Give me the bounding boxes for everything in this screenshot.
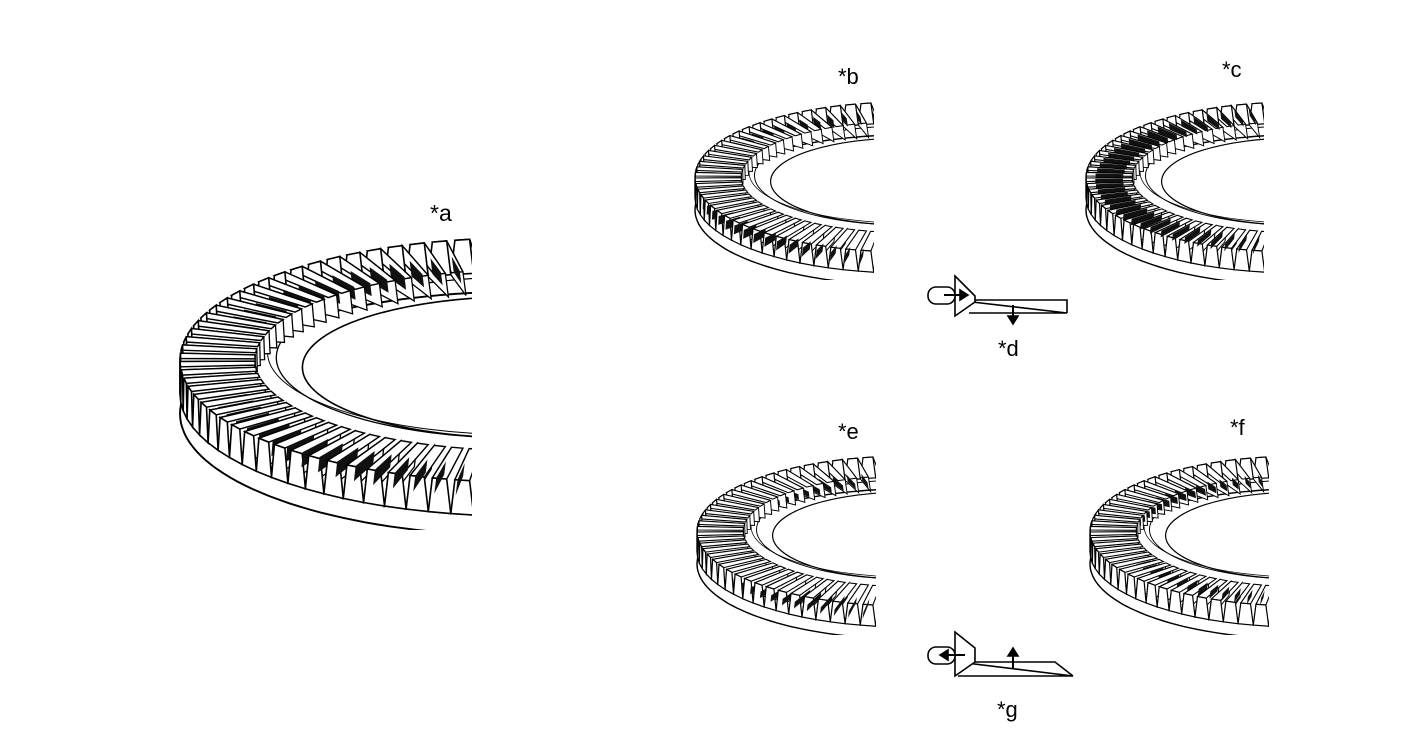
label-d: *d xyxy=(998,336,1019,361)
label-f: *f xyxy=(1230,415,1246,440)
label-e: *e xyxy=(838,419,859,444)
pinion-arrow-icon xyxy=(927,274,1068,326)
pinion-arrow-icon xyxy=(927,630,1074,678)
ring-gear-icon xyxy=(1089,456,1269,635)
ring-gear-icon xyxy=(696,456,876,635)
ring-gear-icon xyxy=(179,238,472,530)
label-c: *c xyxy=(1222,57,1242,82)
label-a: *a xyxy=(430,200,452,226)
label-b: *b xyxy=(838,64,859,89)
ring-gear-icon xyxy=(1085,102,1264,280)
ring-gear-icon xyxy=(694,102,874,280)
label-g: *g xyxy=(997,697,1018,722)
